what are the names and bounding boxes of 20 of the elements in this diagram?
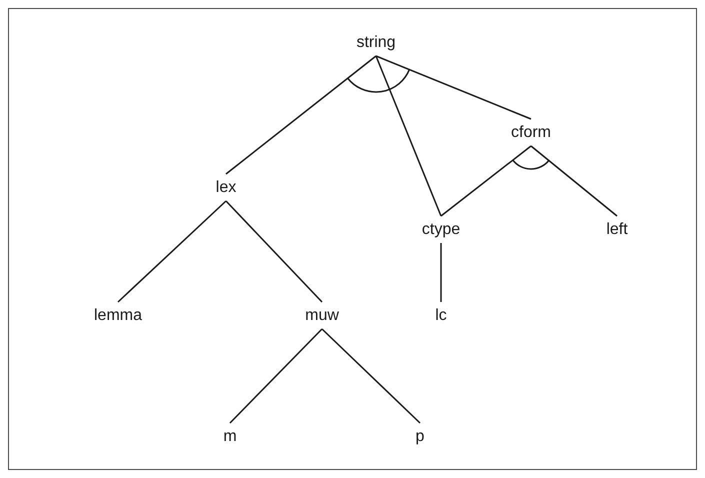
tree-branch-line: [229, 328, 323, 424]
tree-branch-line: [375, 56, 442, 216]
node-label: lc: [433, 302, 449, 329]
node-label: left: [604, 216, 630, 243]
node-label: m: [221, 423, 239, 450]
node-label: ctype: [420, 216, 462, 243]
node-label: cform: [509, 119, 553, 146]
tree-branch-line: [376, 55, 532, 120]
node-label: p: [414, 423, 426, 450]
tree-branch-line: [117, 200, 227, 303]
tree-branch-line: [225, 200, 323, 303]
tree-branch-line: [321, 328, 421, 424]
tree-branch-line: [226, 55, 376, 175]
node-label: lex: [214, 174, 238, 201]
tree-branch-line: [440, 145, 532, 217]
node-label: string: [354, 29, 398, 56]
node-label: lemma: [92, 302, 144, 329]
tree-branch-line: [530, 145, 618, 217]
node-label: muw: [303, 302, 341, 329]
tree-branch-line: [440, 243, 442, 302]
